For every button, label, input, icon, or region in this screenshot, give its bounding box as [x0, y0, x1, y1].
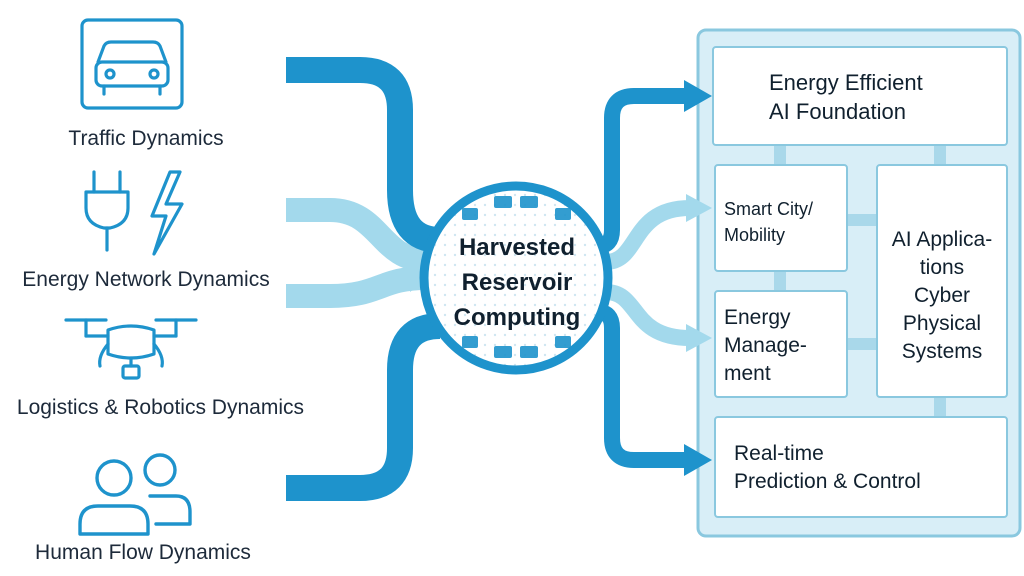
drone-icon	[64, 318, 198, 380]
output-box-efficiency: Energy Efficient AI Foundation	[712, 46, 1008, 146]
output-box-smart-city: Smart City/ Mobility	[714, 164, 848, 272]
car-icon	[80, 18, 184, 110]
dark-input-flows	[286, 57, 441, 501]
output-box-realtime: Real-time Prediction & Control	[714, 416, 1008, 518]
dark-output-arrowhead-efficiency	[684, 80, 712, 112]
hub-label-line-3: Computing	[453, 304, 581, 331]
people-icon	[78, 453, 192, 536]
source-label-energy-network: Energy Network Dynamics	[22, 268, 270, 291]
output-box-energy-management: Energy Manage- ment	[714, 290, 848, 398]
output-ai-applications-text: AI Applica- tions Cyber Physical Systems	[891, 228, 993, 363]
source-label-human-flow: Human Flow Dynamics	[35, 541, 251, 564]
hub-label-line-1: Harvested	[458, 234, 576, 261]
output-efficiency-text: Energy Efficient AI Foundation	[769, 70, 923, 124]
plug-lightning-icon	[84, 170, 184, 256]
panel-connectors	[774, 144, 946, 418]
hub-label: Harvested Reservoir Computing	[432, 230, 602, 335]
dark-output-arrowhead-realtime	[684, 444, 712, 476]
source-label-logistics: Logistics & Robotics Dynamics	[16, 396, 304, 419]
hub-label-line-2: Reservoir	[461, 269, 573, 296]
output-realtime-text: Real-time Prediction & Control	[734, 442, 921, 493]
gear-icon	[462, 196, 571, 358]
hub-circle	[419, 181, 613, 375]
output-smart-city-text: Smart City/ Mobility	[724, 199, 814, 245]
light-output-arrowhead-smart-city	[686, 194, 712, 222]
light-output-arrowhead-energy	[686, 324, 712, 352]
output-energy-management-text: Energy Manage- ment	[724, 306, 807, 385]
light-output-flows	[605, 200, 691, 346]
source-label-traffic: Traffic Dynamics	[68, 127, 224, 150]
output-box-ai-applications: AI Applica- tions Cyber Physical Systems	[876, 164, 1008, 398]
